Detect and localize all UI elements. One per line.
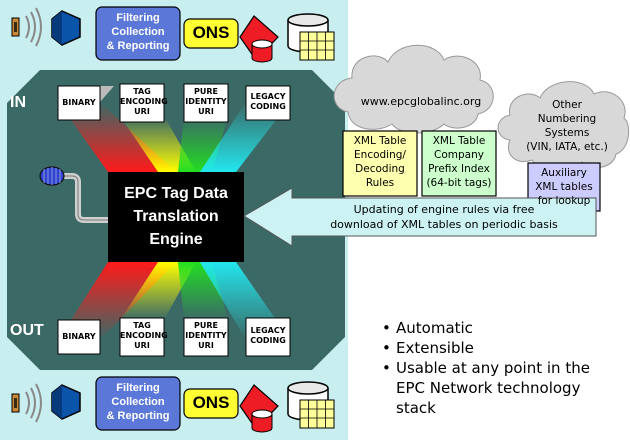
- bullet-text: Usable at any point in the EPC Network t…: [396, 359, 590, 417]
- beam-tag-uri-out: [120, 262, 196, 320]
- bottom-stack-row: [11, 376, 335, 433]
- format-pure-uri-out-label: PURE IDENTITY URI: [185, 321, 227, 350]
- engine-box: [108, 172, 244, 262]
- radio-waves-icon: [25, 383, 42, 423]
- beam-tag-uri-in: [120, 116, 196, 172]
- format-tag-uri-out-label: TAG ENCODING URI: [120, 321, 168, 350]
- ons-label-bottom: ONS: [192, 393, 230, 412]
- format-box-pure-uri-out: [183, 317, 229, 357]
- xml-table-encoding-label: XML Table Encoding/ Decoding Rules: [353, 135, 407, 189]
- ons-box: [183, 18, 239, 49]
- top-stack-row: [11, 6, 335, 63]
- epcglobal-url: www.epcglobalinc.org: [360, 95, 482, 108]
- format-binary-out-label: BINARY: [62, 332, 96, 341]
- bullet-text: Extensible: [396, 339, 474, 357]
- database-small-icon: [251, 44, 273, 63]
- bullet-item: •Extensible: [382, 339, 474, 357]
- other-systems-title: Other Numbering Systems (VIN, IATA, etc.…: [526, 99, 608, 153]
- engine-title: EPC Tag Data Translation Engine: [124, 185, 228, 248]
- bullet-item: •Usable at any point in the EPC Network …: [382, 358, 622, 418]
- xml-table-encoding: [342, 130, 418, 197]
- bullet-text: Automatic: [396, 319, 473, 337]
- format-box-legacy-in: [245, 85, 291, 121]
- feature-bullets: •Automatic •Extensible •Usable at any po…: [382, 318, 622, 418]
- format-tag-uri-in-label: TAG ENCODING URI: [120, 87, 168, 116]
- format-pure-uri-in-label: PURE IDENTITY URI: [185, 87, 227, 116]
- ons-label-top: ONS: [192, 23, 230, 42]
- cloud-epcglobal: [333, 44, 494, 134]
- radio-waves-icon: [25, 7, 42, 47]
- format-legacy-in-label: LEGACY CODING: [250, 92, 286, 111]
- filtering-box: [95, 376, 181, 431]
- update-arrow: [243, 187, 597, 247]
- format-box-legacy-out: [245, 317, 291, 357]
- format-box-tag-uri-out: [119, 317, 165, 357]
- xml-table-prefix: [421, 130, 497, 197]
- xml-table-prefix-label: XML Table Company Prefix Index (64-bit t…: [426, 135, 492, 189]
- format-legacy-out-label: LEGACY CODING: [250, 326, 286, 345]
- ons-box: [183, 388, 239, 419]
- database-small-icon: [251, 414, 273, 433]
- out-label: OUT: [10, 322, 44, 339]
- format-box-pure-uri-in: [183, 83, 229, 123]
- bullet-item: •Automatic: [382, 319, 473, 337]
- format-binary-in-label: BINARY: [62, 98, 96, 107]
- format-box-binary-in: [57, 85, 101, 121]
- filtering-box: [95, 6, 181, 61]
- update-arrow-text: Updating of engine rules via free downlo…: [330, 203, 558, 231]
- in-label: IN: [10, 94, 26, 111]
- filtering-label-top: Filtering Collection & Reporting: [106, 12, 170, 52]
- format-box-binary-out: [57, 319, 101, 355]
- format-box-tag-uri-in: [119, 83, 165, 123]
- xml-table-aux-label: Auxiliary XML tables for lookup: [535, 167, 593, 207]
- filtering-label-bottom: Filtering Collection & Reporting: [106, 382, 170, 422]
